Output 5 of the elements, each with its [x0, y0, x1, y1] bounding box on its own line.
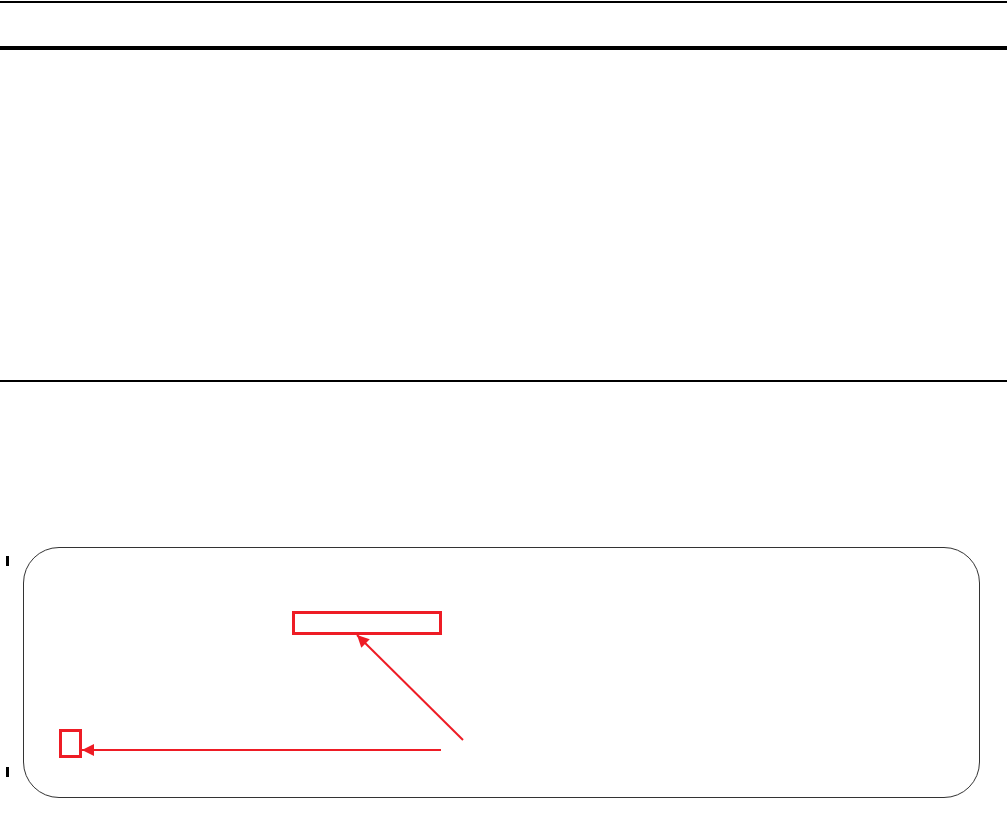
highlight-box	[59, 729, 82, 758]
panel-background	[23, 547, 980, 798]
arrow	[81, 744, 442, 756]
arrow	[356, 634, 464, 741]
highlight-box	[292, 611, 442, 635]
